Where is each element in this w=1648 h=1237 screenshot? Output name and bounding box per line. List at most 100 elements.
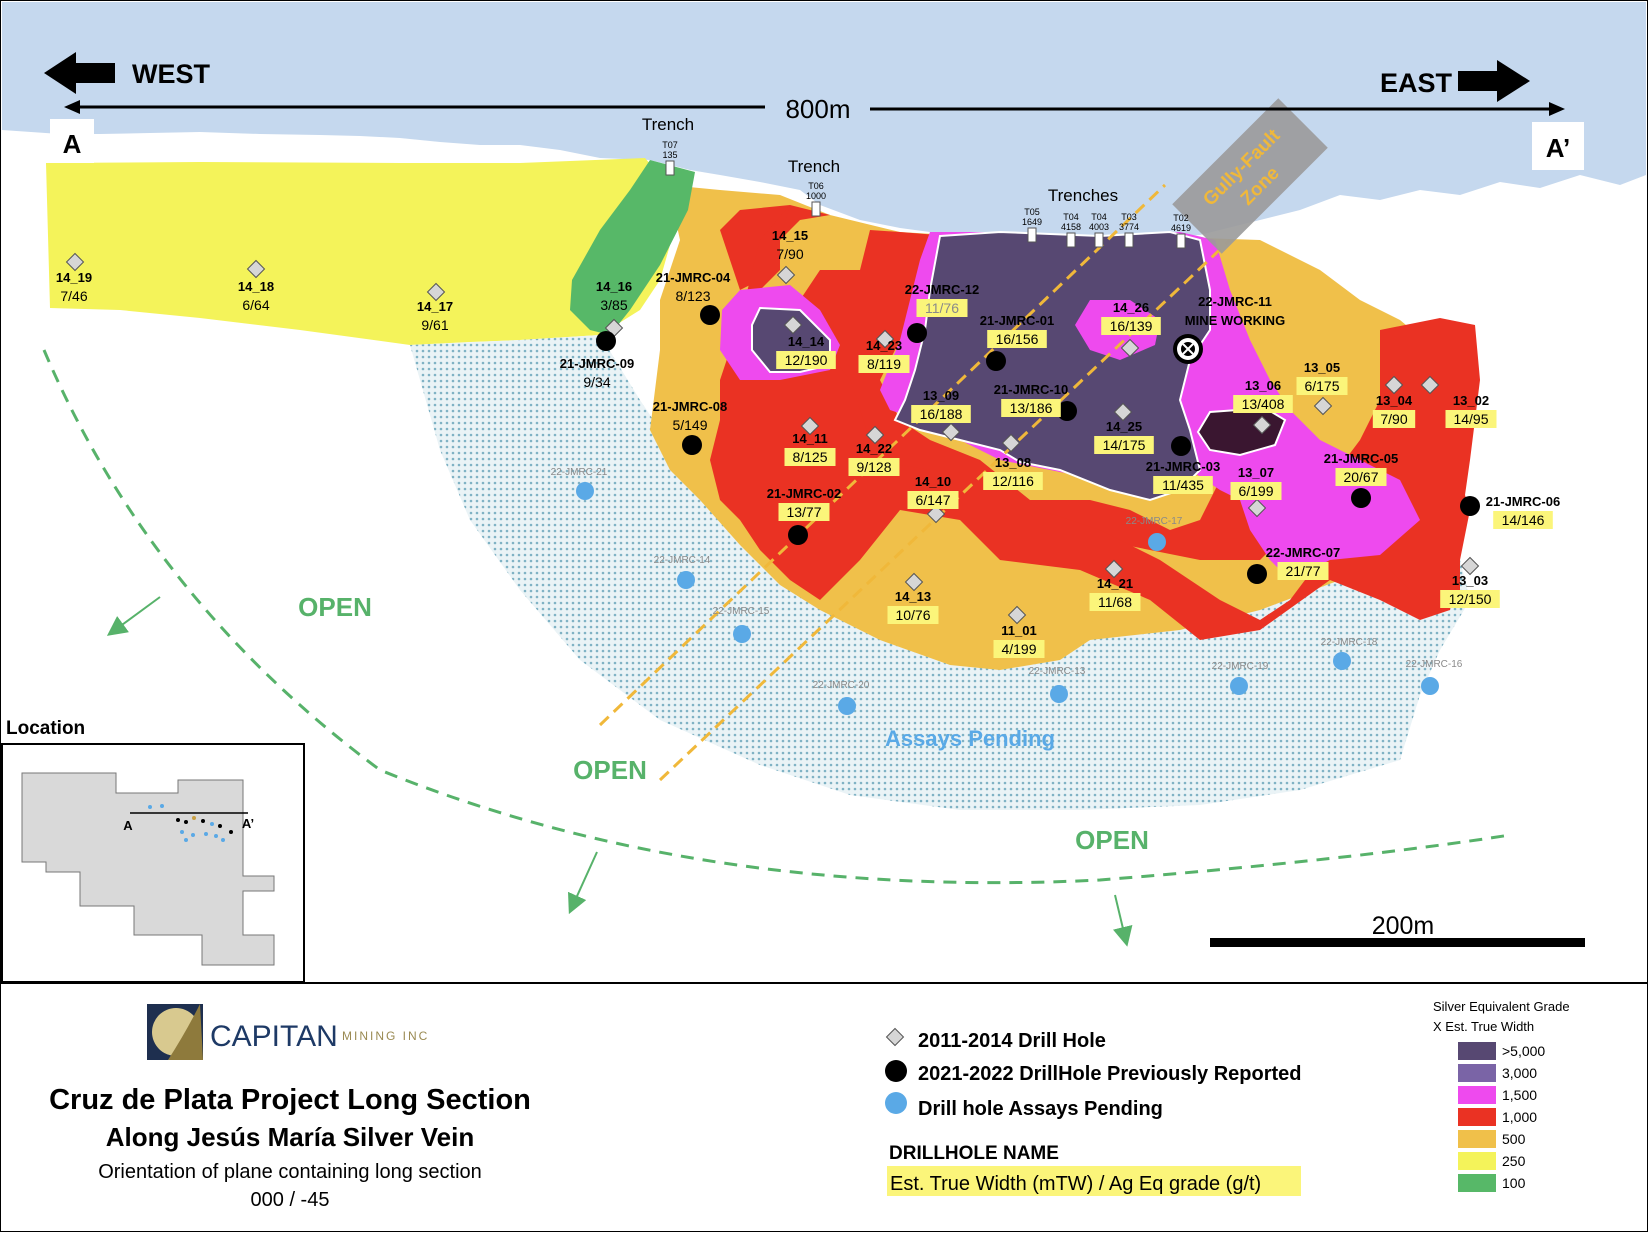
inset-property-outline [21, 772, 275, 966]
drill-hole-value: 21/77 [1285, 563, 1320, 579]
pending-hole-name: 22-JMRC-14 [654, 555, 711, 566]
grade-swatch [1458, 1108, 1496, 1126]
drill-hole-name: 14_25 [1106, 419, 1142, 434]
open-boundary-line [42, 349, 1511, 885]
drill-hole-name: 21-JMRC-01 [980, 313, 1054, 328]
drill-hole-value: 16/139 [1110, 318, 1153, 334]
diamond-icon [926, 504, 946, 524]
grade-legend-title-1: Silver Equivalent Grade [1433, 999, 1570, 1014]
diamond-icon [246, 259, 266, 279]
grade-label: >5,000 [1502, 1043, 1545, 1059]
pending-hole-name: 22-JMRC-16 [1406, 659, 1463, 670]
trench-id: T06 [808, 181, 824, 191]
inset-dot [201, 819, 205, 823]
legend-black-dot-icon [885, 1060, 907, 1082]
point-a-prime-box [1532, 122, 1584, 170]
drill-hole-value-highlight [776, 351, 836, 369]
grade-label: 500 [1502, 1131, 1526, 1147]
drill-hole-name: 21-JMRC-05 [1324, 451, 1398, 466]
width-grade-label: Est. True Width (mTW) / Ag Eq grade (g/t… [890, 1173, 1261, 1195]
drill-hole-value-highlight [1440, 590, 1500, 608]
drill-hole-name: 21-JMRC-10 [994, 382, 1068, 397]
drill-hole-value: 8/125 [792, 449, 827, 465]
inset-dot [229, 830, 233, 834]
drill-hole-value: 9/34 [583, 374, 610, 390]
scale-label: 200m [1372, 912, 1435, 940]
blue-dot-icon [576, 482, 594, 500]
black-dot-icon [1057, 401, 1077, 421]
drill-hole-pending: 22-JMRC-20 [813, 680, 870, 715]
drill-hole-value-highlight [1153, 476, 1213, 494]
blue-dot-icon [1230, 677, 1248, 695]
diamond-icon [1313, 396, 1333, 416]
drill-hole-value: 7/46 [60, 288, 87, 304]
zone-5000-main [893, 230, 1211, 502]
inset-dot [191, 833, 195, 837]
drill-hole-value: 4/199 [1001, 641, 1036, 657]
drill-hole-value: 11/435 [1162, 477, 1204, 493]
drill-hole-value-highlight [1101, 317, 1161, 335]
inset-dot [160, 804, 164, 808]
drill-hole-2011-2014: 14_179/61 [417, 282, 453, 333]
diamond-icon [1384, 375, 1404, 395]
drill-hole-value-highlight [1089, 593, 1141, 611]
grade-legend-title-2: X Est. True Width [1433, 1019, 1534, 1034]
drillhole-name-label: DRILLHOLE NAME [889, 1143, 1059, 1164]
drill-hole-value-highlight [784, 448, 836, 466]
drill-hole-pending: 22-JMRC-13 [1029, 666, 1086, 703]
trench-value: 1649 [1022, 217, 1042, 227]
trench-value: 4619 [1171, 223, 1191, 233]
inset-dot [218, 824, 222, 828]
legend-diamond-icon [885, 1027, 905, 1047]
drill-hole-value-highlight [1335, 468, 1387, 486]
black-dot-icon [700, 305, 720, 325]
drill-hole-name: 21-JMRC-06 [1486, 494, 1560, 509]
drill-hole-value: 6/64 [242, 297, 269, 313]
trench-id: T02 [1173, 213, 1189, 223]
drill-hole-2011-2014: 13_056/175 [1296, 360, 1348, 416]
drill-hole-value-highlight [1230, 482, 1282, 500]
drill-hole-name: 22-JMRC-11 [1198, 294, 1272, 309]
drill-hole-value: 8/123 [675, 288, 710, 304]
drill-hole-pending: 22-JMRC-17 [1126, 516, 1183, 551]
drill-hole-value: 12/150 [1449, 591, 1492, 607]
drill-hole-2011-2014: 14_106/147 [907, 474, 959, 524]
drill-hole-value: 12/116 [992, 473, 1034, 489]
pending-hole-name: 22-JMRC-17 [1126, 516, 1183, 527]
inset-a-label: A [123, 818, 133, 833]
drill-hole-value-highlight [993, 640, 1045, 658]
drill-hole-name: 14_23 [866, 338, 902, 353]
drill-hole-value: 13/77 [786, 504, 821, 520]
drill-hole-name: 14_11 [792, 431, 827, 446]
drill-hole-pending: 22-JMRC-16 [1406, 659, 1463, 695]
drill-hole-2011-2014: 14_157/90 [772, 228, 808, 285]
drill-hole-value-highlight [1001, 399, 1061, 417]
diamond-icon [941, 422, 961, 442]
drill-hole-name: 22-JMRC-12 [905, 282, 979, 297]
black-dot-icon [1460, 496, 1480, 516]
pending-hole-name: 22-JMRC-21 [551, 467, 608, 478]
drill-hole-value-highlight [858, 355, 910, 373]
drill-hole-name: 21-JMRC-03 [1146, 459, 1220, 474]
pending-hole-name: 22-JMRC-13 [1029, 666, 1086, 677]
diamond-icon [1460, 556, 1480, 576]
drill-hole-value-highlight [916, 299, 968, 317]
drill-hole-name: 13_07 [1238, 465, 1274, 480]
diamond-icon [1420, 375, 1440, 395]
trench-id: T05 [1024, 207, 1040, 217]
diamond-icon [1120, 338, 1140, 358]
scale-bar [1210, 938, 1585, 947]
drill-hole-pending: 22-JMRC-15 [713, 606, 770, 643]
